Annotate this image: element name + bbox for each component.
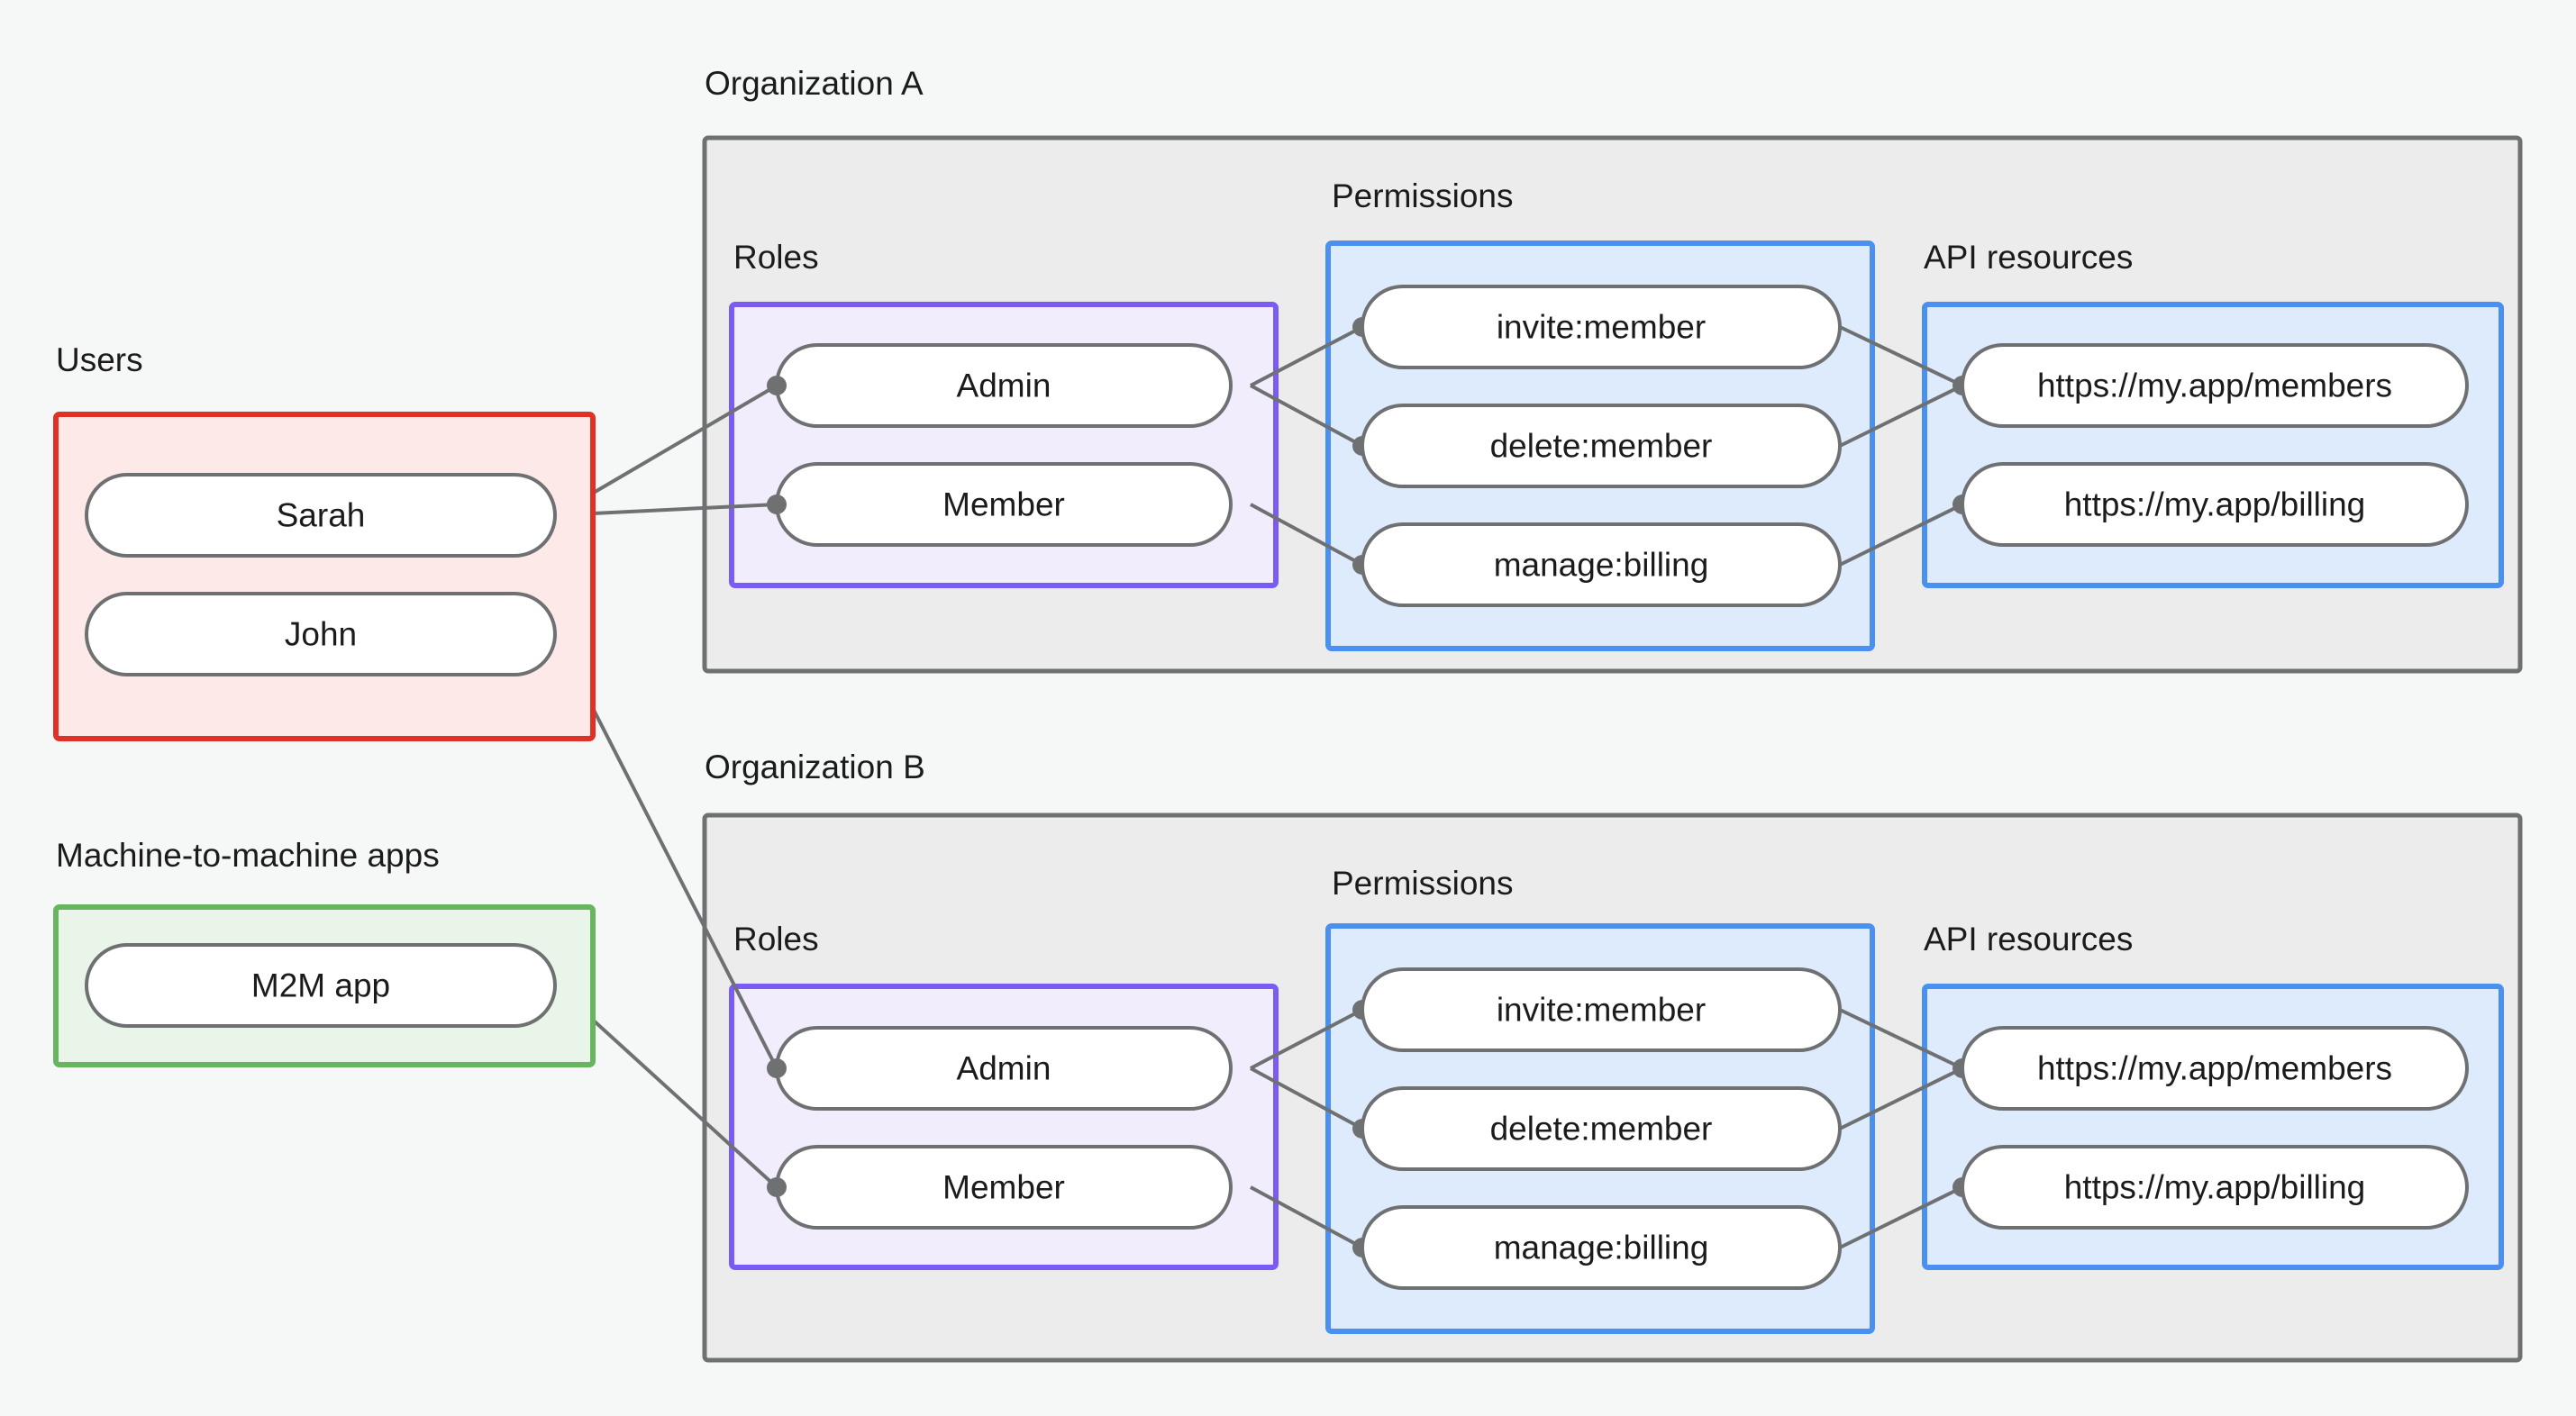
node-shape[interactable]: [1961, 1026, 2469, 1111]
node-label: https://my.app/members: [2037, 1050, 2392, 1087]
node-shape[interactable]: [1361, 967, 1842, 1052]
users-title: Users: [56, 341, 143, 378]
node-label: M2M app: [251, 967, 390, 1004]
edge-delete-members: [1839, 384, 1963, 448]
org-a-api-resources-title: API resources: [1924, 239, 2133, 276]
node-label: Sarah: [277, 497, 366, 534]
org-a-permission-manage-billing[interactable]: manage:billing: [1361, 522, 1842, 607]
edge-billing-billing: [1839, 1185, 1963, 1249]
node-shape[interactable]: [1361, 1205, 1842, 1290]
m2m-app-node[interactable]: M2M app: [85, 943, 557, 1028]
org-b-permissions-title: Permissions: [1332, 865, 1514, 902]
org-b-api-resources-title: API resources: [1924, 921, 2133, 958]
user-john[interactable]: John: [85, 592, 557, 676]
org-a-role-admin[interactable]: Admin: [775, 343, 1233, 428]
org-b-permission-manage-billing[interactable]: manage:billing: [1361, 1205, 1842, 1290]
node-shape[interactable]: [1361, 285, 1842, 369]
edge-invite-members: [1839, 1008, 1963, 1070]
edge-admin-delete: [1250, 384, 1363, 448]
m2m-group: Machine-to-machine apps M2M app: [53, 837, 596, 1067]
org-b-role-member[interactable]: Member: [775, 1145, 1233, 1230]
node-shape[interactable]: [1961, 343, 2469, 428]
node-label: https://my.app/members: [2037, 368, 2392, 404]
node-shape[interactable]: [85, 473, 557, 558]
node-shape[interactable]: [1361, 1086, 1842, 1171]
node-label: John: [285, 616, 357, 653]
edge-billing-billing: [1839, 503, 1963, 567]
user-sarah[interactable]: Sarah: [85, 473, 557, 558]
org-a-role-member[interactable]: Member: [775, 462, 1233, 547]
org-b-resource-members[interactable]: https://my.app/members: [1961, 1026, 2469, 1111]
node-label: invite:member: [1497, 309, 1706, 346]
org-b-permission-invite-member[interactable]: invite:member: [1361, 967, 1842, 1052]
org-a-roles-title: Roles: [733, 239, 819, 276]
node-label: Admin: [957, 1050, 1051, 1087]
org-b-role-admin[interactable]: Admin: [775, 1026, 1233, 1111]
org-b-permission-delete-member[interactable]: delete:member: [1361, 1086, 1842, 1171]
organization-a-title: Organization A: [705, 65, 924, 102]
edge-admin-delete: [1250, 1067, 1363, 1130]
node-shape[interactable]: [1361, 522, 1842, 607]
node-label: delete:member: [1490, 1111, 1713, 1148]
users-box: [53, 412, 596, 741]
node-shape[interactable]: [85, 943, 557, 1028]
edge-member-billing: [1250, 1185, 1363, 1249]
edge-member-billing: [1250, 503, 1363, 567]
organization-a-group: Organization A Roles Permissions API res…: [702, 65, 2523, 674]
m2m-title: Machine-to-machine apps: [56, 837, 440, 874]
node-label: https://my.app/billing: [2064, 1169, 2366, 1206]
org-b-roles-title: Roles: [733, 921, 819, 958]
node-shape[interactable]: [1361, 404, 1842, 488]
users-group: Users Sarah John: [53, 341, 596, 741]
node-label: Member: [942, 1169, 1065, 1206]
org-a-resource-members[interactable]: https://my.app/members: [1961, 343, 2469, 428]
edge-invite-members: [1839, 325, 1963, 387]
node-label: invite:member: [1497, 992, 1706, 1029]
org-b-resource-billing[interactable]: https://my.app/billing: [1961, 1145, 2469, 1230]
node-label: Member: [942, 486, 1065, 523]
node-label: Admin: [957, 368, 1051, 404]
org-a-resource-billing[interactable]: https://my.app/billing: [1961, 462, 2469, 547]
edge-admin-invite: [1250, 325, 1363, 387]
node-label: manage:billing: [1494, 1230, 1709, 1266]
node-label: delete:member: [1490, 428, 1713, 465]
edge-admin-invite: [1250, 1008, 1363, 1070]
node-shape[interactable]: [1961, 1145, 2469, 1230]
node-shape[interactable]: [1961, 462, 2469, 547]
org-a-permissions-title: Permissions: [1332, 177, 1514, 214]
node-label: https://my.app/billing: [2064, 486, 2366, 523]
org-a-permission-invite-member[interactable]: invite:member: [1361, 285, 1842, 369]
organization-b-group: Organization B Roles Permissions API res…: [702, 749, 2523, 1363]
node-shape[interactable]: [85, 592, 557, 676]
organization-b-title: Organization B: [705, 749, 925, 785]
edge-delete-members: [1839, 1067, 1963, 1130]
org-a-permission-delete-member[interactable]: delete:member: [1361, 404, 1842, 488]
node-label: manage:billing: [1494, 547, 1709, 584]
